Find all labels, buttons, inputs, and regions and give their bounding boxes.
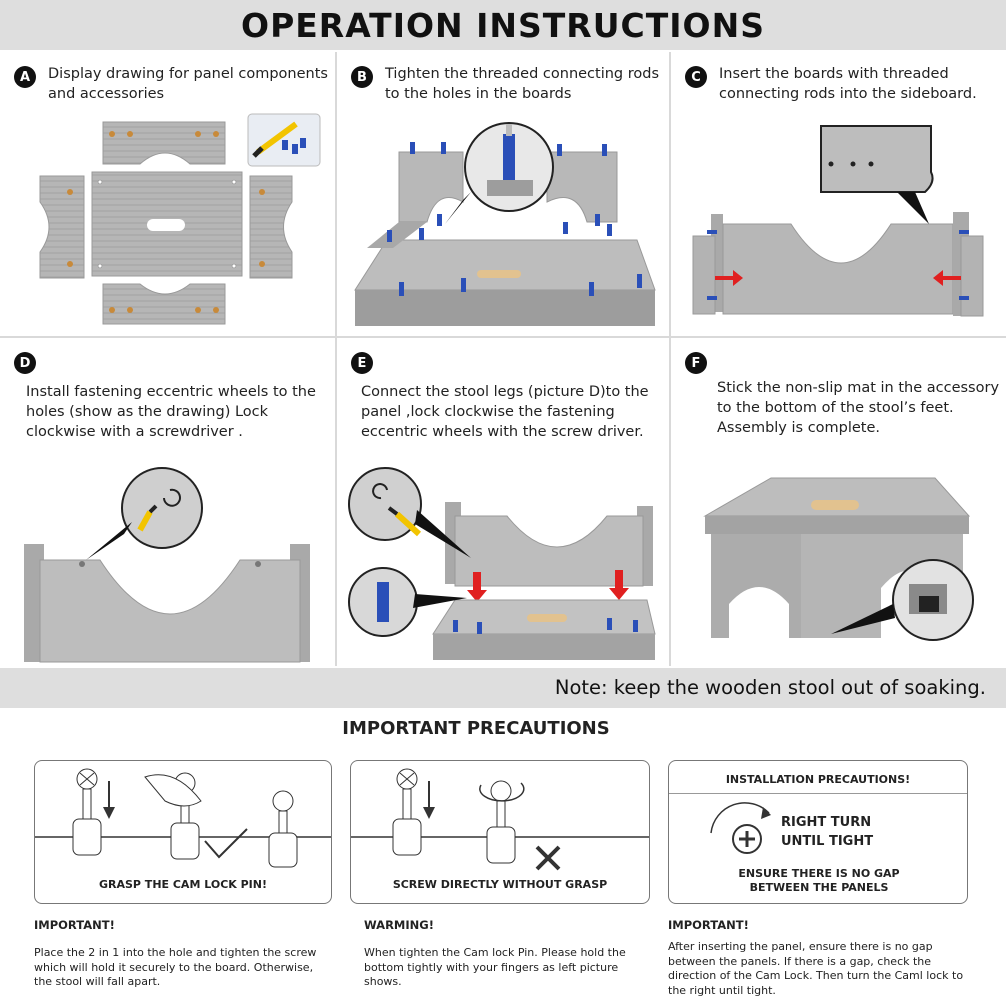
right-turn-icon [710,802,771,854]
finished-stool-illustration [703,477,974,641]
note-body: Place the 2 in 1 into the hole and tight… [34,946,317,988]
cam-lock-grasp-illustration [35,768,331,868]
step-text: Tighten the threaded connecting rods to … [385,66,660,102]
threaded-rods-illustration [354,122,656,326]
note-bar: Note: keep the wooden stool out of soaki… [0,668,1006,708]
page-title: OPERATION INSTRUCTIONS [241,5,765,45]
step-c: C Insert the boards with threaded connec… [671,52,1006,336]
precautions-title: IMPORTANT PRECAUTIONS [342,718,610,739]
no-gap-text: ENSURE THERE IS NO GAP BETWEEN THE PANEL… [738,867,900,894]
precaution-box-screw: SCREW DIRECTLY WITHOUT GRASP [350,760,650,904]
step-badge: D [14,352,36,374]
step-a: A Display drawing for panel components a… [0,52,335,336]
screw-without-grasp-illustration [351,768,649,871]
grid-divider [669,52,671,666]
grid-divider [0,336,1006,338]
step-badge: E [351,352,373,374]
step-text: Display drawing for panel components and… [48,66,328,102]
precaution-box-grasp: GRASP THE CAM LOCK PIN! [34,760,332,904]
accessory-bag [247,113,321,167]
note-heading: WARMING! [364,918,434,932]
step-text: Insert the boards with threaded connecti… [719,66,977,102]
grid-divider [335,52,337,666]
step-text: Connect the stool legs (picture D)to the… [361,384,649,440]
note-text: Note: keep the wooden stool out of soaki… [554,676,986,699]
connect-legs-illustration [348,467,656,660]
step-badge: C [685,66,707,88]
precaution-caption: GRASP THE CAM LOCK PIN! [98,878,267,891]
panel-components-illustration [39,113,321,325]
divider [669,793,967,794]
note-body: When tighten the Cam lock Pin. Please ho… [364,946,626,988]
precaution-box-installation: INSTALLATION PRECAUTIONS! RIGHT TURN UNT… [668,760,968,904]
eccentric-wheels-illustration [24,467,310,663]
precaution-box-title: INSTALLATION PRECAUTIONS! [725,773,911,786]
step-badge: F [685,352,707,374]
step-d: D Install fastening eccentric wheels to … [0,338,335,666]
step-f: F Stick the non-slip mat in the accessor… [671,338,1006,666]
step-badge: B [351,66,373,88]
precaution-caption: SCREW DIRECTLY WITHOUT GRASP [392,878,608,891]
note-heading: IMPORTANT! [668,918,749,932]
step-b: B Tighten the threaded connecting rods t… [337,52,669,336]
right-turn-text: RIGHT TURN UNTIL TIGHT [781,815,874,849]
note-body: After inserting the panel, ensure there … [668,940,964,997]
step-badge: A [14,66,36,88]
title-bar: OPERATION INSTRUCTIONS [0,0,1006,50]
note-heading: IMPORTANT! [34,918,115,932]
step-text: Install fastening eccentric wheels to th… [26,384,316,440]
insert-boards-illustration [692,125,984,317]
step-e: E Connect the stool legs (picture D)to t… [337,338,669,666]
step-text: Stick the non-slip mat in the accessory … [717,380,1000,436]
